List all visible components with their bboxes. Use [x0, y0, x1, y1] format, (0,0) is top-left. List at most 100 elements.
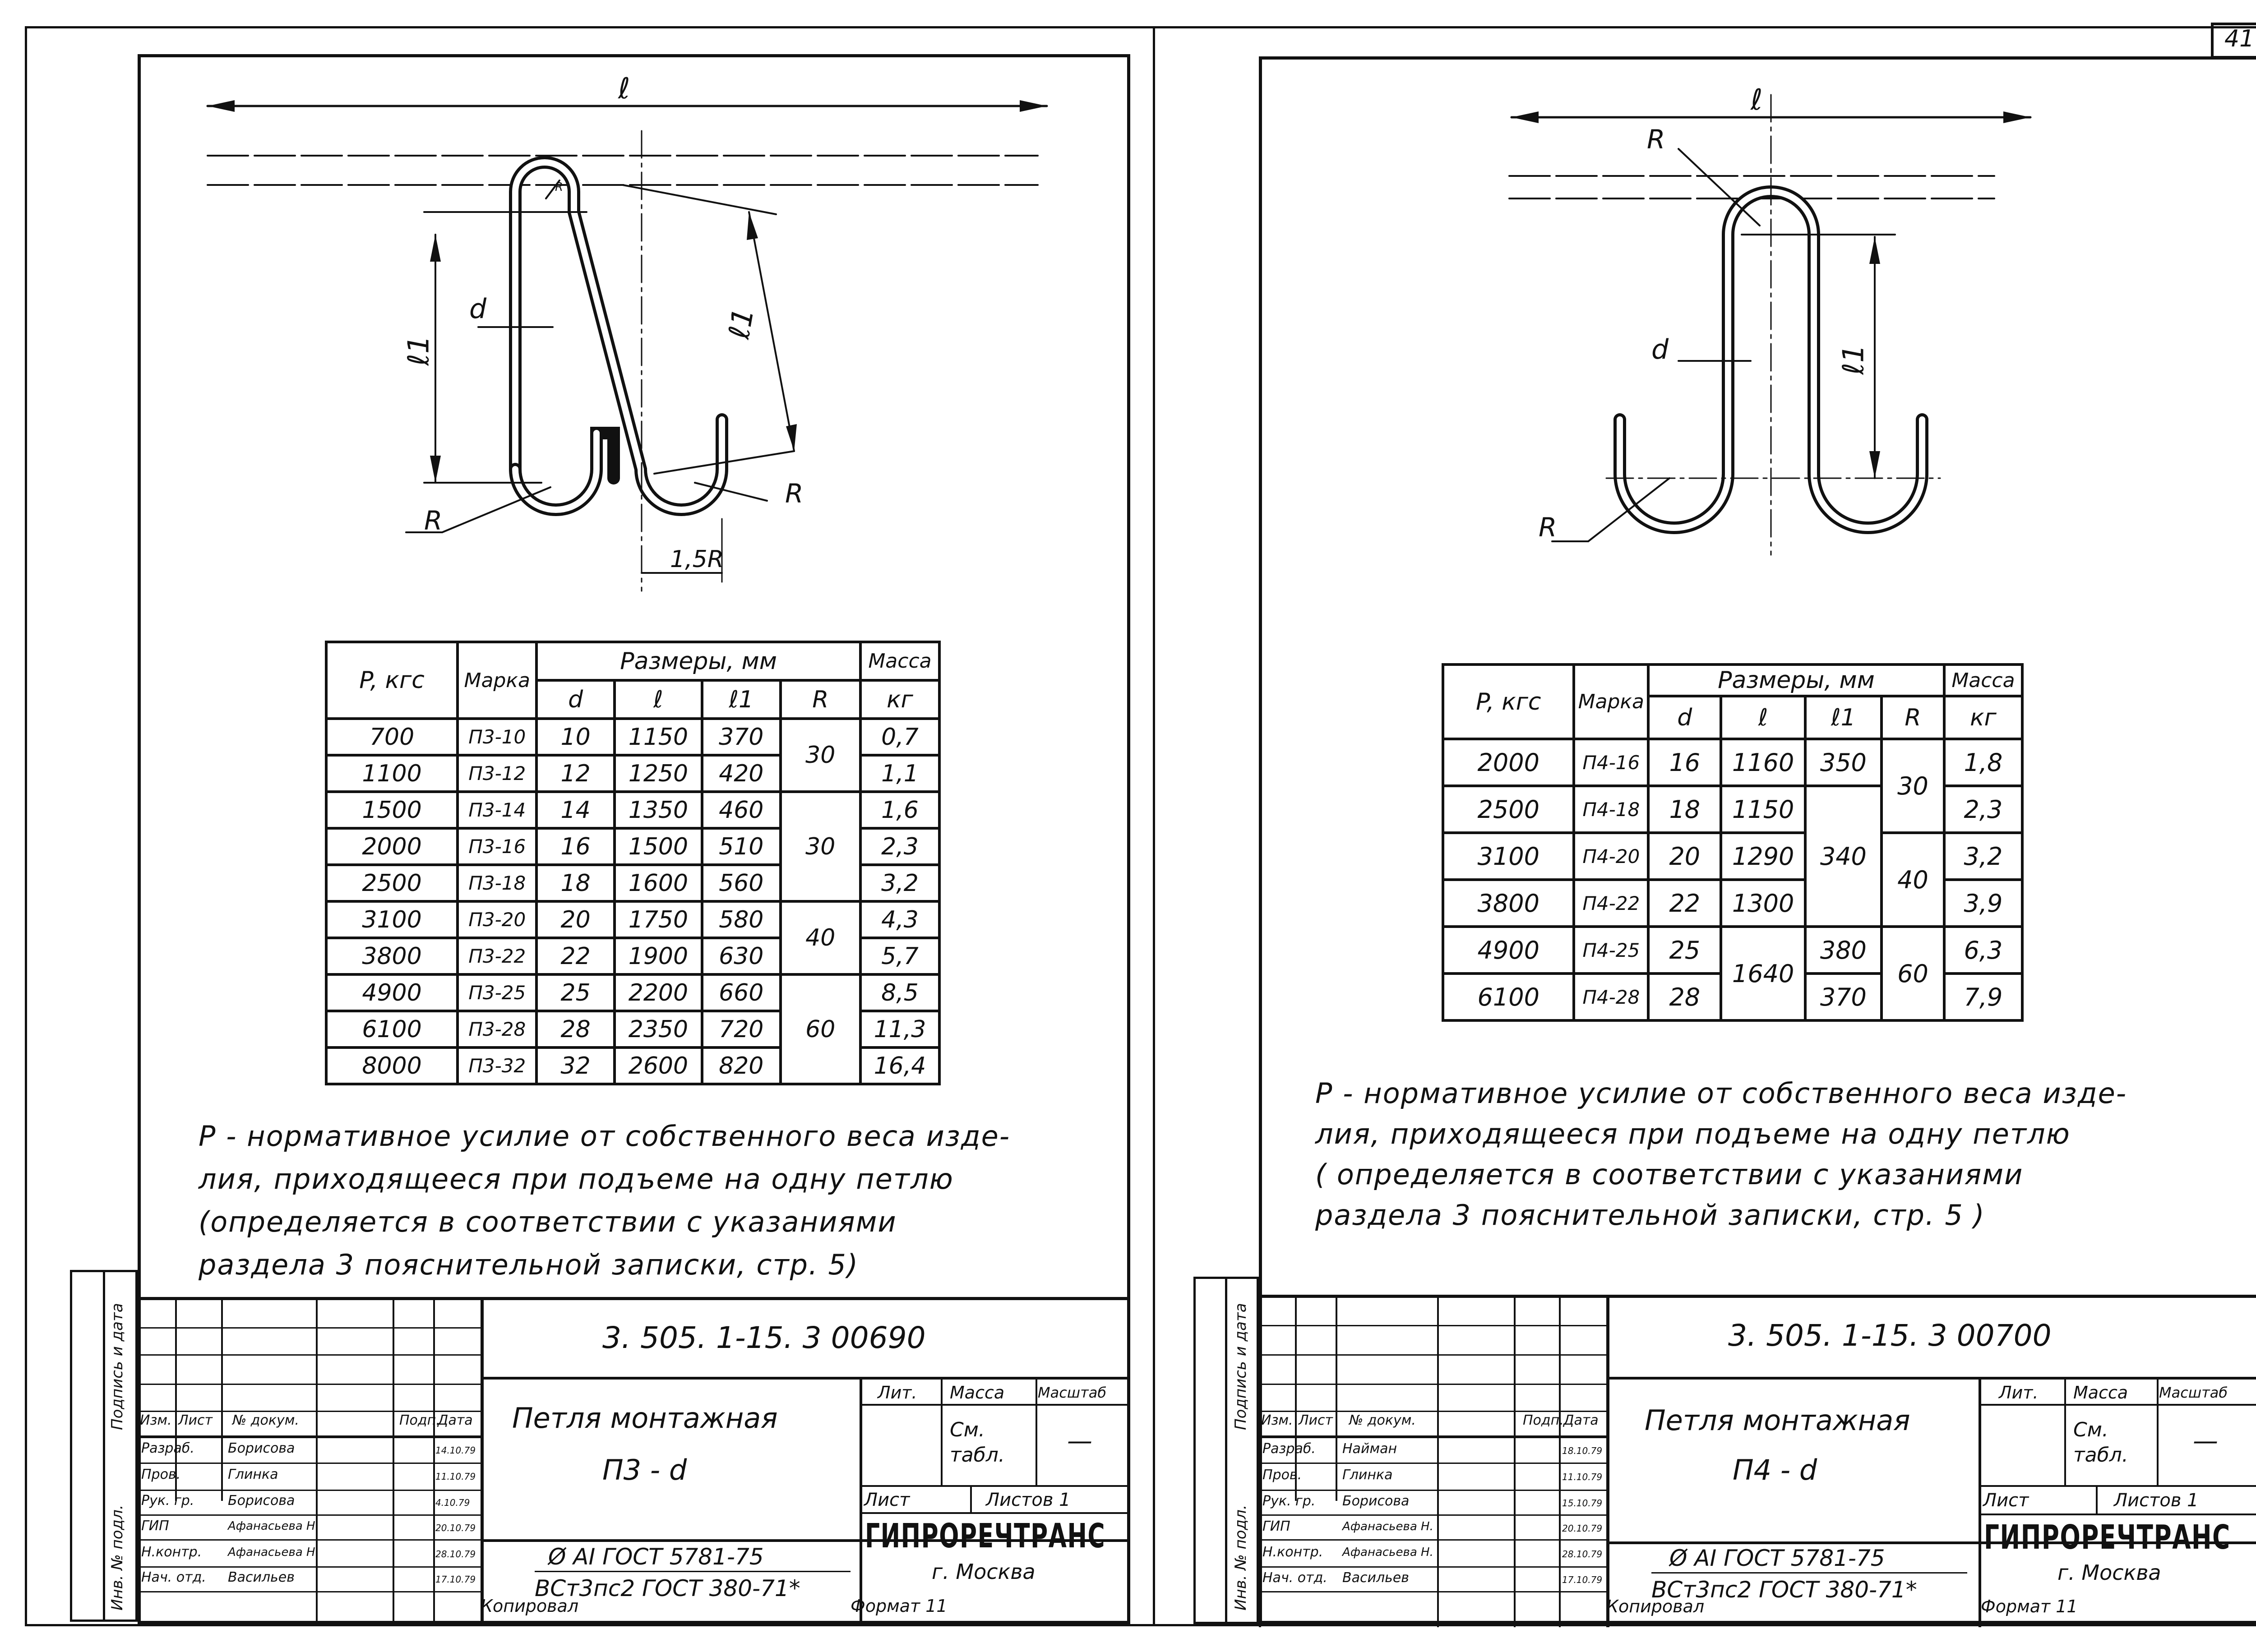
- tb-role: Разраб.: [141, 1440, 194, 1456]
- cell-p: 3800: [324, 937, 459, 976]
- cell-l: 1160: [1720, 738, 1807, 787]
- tb-mass-hdr: Масса: [950, 1383, 1005, 1403]
- tb-line: [1259, 1490, 1606, 1491]
- tb-line: [1979, 1485, 2256, 1487]
- cell-d: 25: [1647, 925, 1723, 975]
- tb-line: [138, 1539, 481, 1541]
- tb-date: 14.10.79: [435, 1445, 476, 1456]
- cell-l1: 460: [700, 790, 782, 830]
- tb-role: Н.контр.: [141, 1544, 202, 1560]
- tb-hdr: Подп.: [399, 1412, 440, 1428]
- th-dims: Размеры, мм: [535, 641, 862, 682]
- right-sheet-frame: [1259, 56, 2256, 1624]
- cell-m: 5,7: [859, 937, 941, 976]
- cell-r: 30: [779, 790, 862, 903]
- cell-l1: 630: [700, 937, 782, 976]
- tb-line: [138, 1591, 481, 1592]
- tb-mass-val: См. табл.: [2073, 1418, 2128, 1467]
- tb-line: [2064, 1377, 2066, 1485]
- cell-l: 1600: [613, 863, 703, 903]
- cell-mark: П4-20: [1572, 831, 1650, 881]
- tb-line: [138, 1384, 481, 1385]
- tb-name: Борисова: [228, 1493, 295, 1509]
- tb-name: Афанасьева Н.: [1342, 1520, 1433, 1533]
- outer-left-line: [25, 26, 27, 1626]
- tb-date: 20.10.79: [1562, 1523, 1603, 1534]
- cell-l: 2350: [613, 1010, 703, 1049]
- tb-line: [1979, 1404, 2256, 1406]
- tb-date: 28.10.79: [435, 1549, 476, 1560]
- cell-l: 2600: [613, 1046, 703, 1085]
- tb-name: Глинка: [1342, 1467, 1393, 1483]
- cell-l: 1150: [613, 717, 703, 757]
- cell-d: 22: [535, 937, 616, 976]
- tb-material-underline: [535, 1571, 851, 1572]
- tb-material-line1: Ø АI ГОСТ 5781-75: [548, 1544, 764, 1570]
- cell-mark: П3-22: [456, 937, 538, 976]
- cell-l: 1640: [1720, 925, 1807, 1022]
- tb-line: [1979, 1377, 1981, 1627]
- th-mark: Марка: [1572, 663, 1650, 740]
- tb-material-line1: Ø АI ГОСТ 5781-75: [1669, 1545, 1885, 1571]
- tb-line: [138, 1463, 481, 1464]
- tb-mass-hdr: Масса: [2073, 1383, 2128, 1403]
- cell-mark: П3-20: [456, 900, 538, 939]
- left-side-strip-divider: [103, 1270, 105, 1622]
- tb-role: Н.контр.: [1262, 1544, 1323, 1560]
- th-p: P, кгс: [1441, 663, 1576, 740]
- cell-l: 1750: [613, 900, 703, 939]
- tb-format: Формат 11: [1981, 1597, 2078, 1616]
- tb-line: [1606, 1298, 1609, 1627]
- tb-name: Афанасьева Н.: [228, 1519, 319, 1533]
- cell-d: 20: [1647, 831, 1723, 881]
- cell-mark: П3-18: [456, 863, 538, 903]
- cell-p: 3100: [324, 900, 459, 939]
- tb-hdr: № докум.: [232, 1412, 299, 1428]
- tb-role: Нач. отд.: [1262, 1570, 1327, 1586]
- cell-l1: 580: [700, 900, 782, 939]
- right-side-label-sign: Подпись и дата: [1232, 1303, 1250, 1430]
- left-dim-r-right: R: [785, 478, 804, 509]
- tb-name-line1: Петля монтажная: [512, 1402, 778, 1435]
- tb-line: [481, 1377, 1130, 1380]
- tb-name: Глинка: [228, 1467, 278, 1482]
- tb-copied: Копировал: [481, 1596, 579, 1616]
- tb-code: 3. 505. 1-15. 3 00700: [1728, 1318, 2052, 1353]
- cell-p: 1100: [324, 754, 459, 793]
- cell-l1: 340: [1803, 784, 1883, 928]
- cell-m: 1,8: [1942, 738, 2024, 787]
- tb-line: [1259, 1325, 1606, 1326]
- tb-sheet: Лист: [864, 1490, 910, 1510]
- cell-d: 14: [535, 790, 616, 830]
- tb-mass-val: См. табл.: [950, 1418, 1005, 1467]
- tb-code: 3. 505. 1-15. 3 00690: [602, 1320, 926, 1355]
- cell-l: 2200: [613, 973, 703, 1012]
- cell-l: 1500: [613, 827, 703, 866]
- cell-d: 16: [1647, 738, 1723, 787]
- tb-name: Афанасьева Н.: [1342, 1546, 1433, 1559]
- page-number: 41: [2224, 25, 2255, 52]
- cell-m: 2,3: [1942, 784, 2024, 834]
- tb-role: ГИП: [1262, 1518, 1290, 1534]
- cell-l1: 820: [700, 1046, 782, 1085]
- cell-p: 2500: [324, 863, 459, 903]
- cell-r: 40: [779, 900, 862, 976]
- tb-sheet: Лист: [1983, 1490, 2029, 1511]
- tb-material-underline: [1651, 1572, 1967, 1574]
- cell-d: 10: [535, 717, 616, 757]
- cell-mark: П4-25: [1572, 925, 1650, 975]
- tb-line: [138, 1514, 481, 1516]
- cell-d: 25: [535, 973, 616, 1012]
- sheet-divider-line: [1153, 26, 1155, 1626]
- cell-l1: 660: [700, 973, 782, 1012]
- cell-d: 18: [535, 863, 616, 903]
- th-kg: кг: [1942, 695, 2024, 740]
- left-title-block: Изм. Лист № докум. Подп. Дата Разраб. Бо…: [138, 1297, 1130, 1625]
